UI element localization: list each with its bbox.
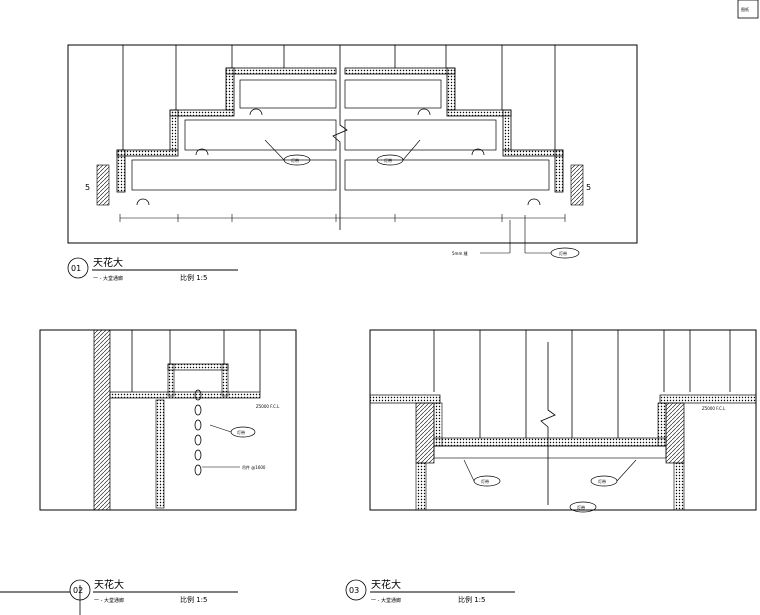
light-fixtures [136, 108, 541, 206]
ceiling-profile-right [344, 67, 564, 193]
panel-03-level-note: Z5000 F.C.L [702, 406, 726, 411]
panel-03-callout-2-text: 灯带 [598, 478, 606, 484]
panel-03-hangers [433, 330, 731, 438]
right-wall [570, 164, 584, 206]
panel-01-title: 天花大 [93, 256, 123, 269]
panel-02-ceiling-board [109, 391, 261, 399]
corner-stamp-text: 图纸 [741, 6, 749, 12]
panel-02-hangers [131, 330, 261, 392]
panel-02-scale: 比例 1:5 [180, 595, 208, 604]
left-wall [96, 164, 110, 206]
dimension-line [119, 214, 566, 222]
panel-01-subtitle: 一 - 大堂通廊 [93, 275, 123, 282]
panel-01-number: 01 [71, 264, 81, 273]
panel-03-callout-1-text: 灯带 [481, 478, 489, 484]
callout-2: 灯带 [376, 139, 421, 166]
panel-03-frame [369, 329, 757, 511]
panel-02-title: 天花大 [94, 578, 124, 591]
panel-02-number: 02 [73, 586, 83, 595]
panel-01-bottom-note: 5mm 缝 [452, 250, 468, 256]
callout-2-text: 灯带 [384, 157, 392, 163]
panel-02-wall [93, 329, 111, 511]
callout-1-text: 灯带 [291, 157, 299, 163]
ceiling-profile-left [116, 67, 337, 193]
panel-02-frame [39, 329, 297, 511]
panel-02-chain [194, 389, 202, 476]
section-mark-right: 5 [586, 183, 591, 192]
panel-03-callout-2: 灯带 [590, 459, 637, 487]
panel-03-title-block: 03 天花大 一 - 大堂通廊 比例 1:5 [345, 578, 515, 604]
panel-02-chain-note: 吊件 @1600 [242, 464, 266, 470]
panel-02: 吊件 @1600 Z5000 F.C.L 灯带 02 天花大 一 - 大堂通廊 … [0, 329, 297, 615]
corner-stamp: 图纸 [737, 0, 759, 19]
panel-02-callout: 灯带 [209, 424, 256, 438]
panel-03-right-board [659, 394, 757, 404]
panel-02-subtitle: 一 - 大堂通廊 [94, 597, 124, 604]
panel-03-break-line [540, 342, 556, 505]
panel-03-number: 03 [349, 586, 359, 595]
panel-03-scale: 比例 1:5 [458, 595, 486, 604]
panel-01-title-block: 01 天花大 一 - 大堂通廊 比例 1:5 [67, 256, 238, 282]
hanger-rods [122, 45, 556, 150]
panel-01-frame [67, 44, 638, 244]
callout-1: 灯带 [264, 139, 311, 166]
panel-03-callout-3-text: 灯带 [577, 504, 585, 510]
panel-03: Z5000 F.C.L 灯带 灯带 灯带 03 天花大 一 - 大堂通廊 比例 … [345, 329, 757, 604]
panel-01-scale: 比例 1:5 [180, 273, 208, 282]
panel-02-title-block: 02 天花大 一 - 大堂通廊 比例 1:5 [0, 578, 238, 615]
panel-02-column [155, 399, 165, 509]
panel-03-subtitle: 一 - 大堂通廊 [371, 597, 401, 604]
panel-03-title: 天花大 [371, 578, 401, 591]
callout-3: 灯带 [524, 215, 580, 259]
panel-01: 5 5 灯带 灯带 灯带 5mm 缝 01 天花大 一 - [67, 44, 638, 282]
callout-3-text: 灯带 [559, 250, 567, 256]
panel-03-right-column [673, 462, 685, 511]
panel-02-upper-board [167, 363, 229, 371]
panel-03-callout-1: 灯带 [463, 459, 501, 487]
panel-03-left-column [415, 462, 427, 511]
panel-02-callout-text: 灯带 [237, 429, 245, 435]
inner-boxes [131, 79, 550, 191]
panel-03-callout-3: 灯带 [569, 501, 597, 513]
panel-03-ceiling-board [433, 437, 667, 447]
panel-03-right-wall [665, 402, 685, 464]
break-line [332, 45, 348, 230]
panel-03-left-board [369, 394, 441, 404]
panel-02-level-note: Z5000 F.C.L [256, 404, 280, 409]
panel-03-left-wall [415, 402, 435, 464]
section-mark-left: 5 [85, 183, 90, 192]
